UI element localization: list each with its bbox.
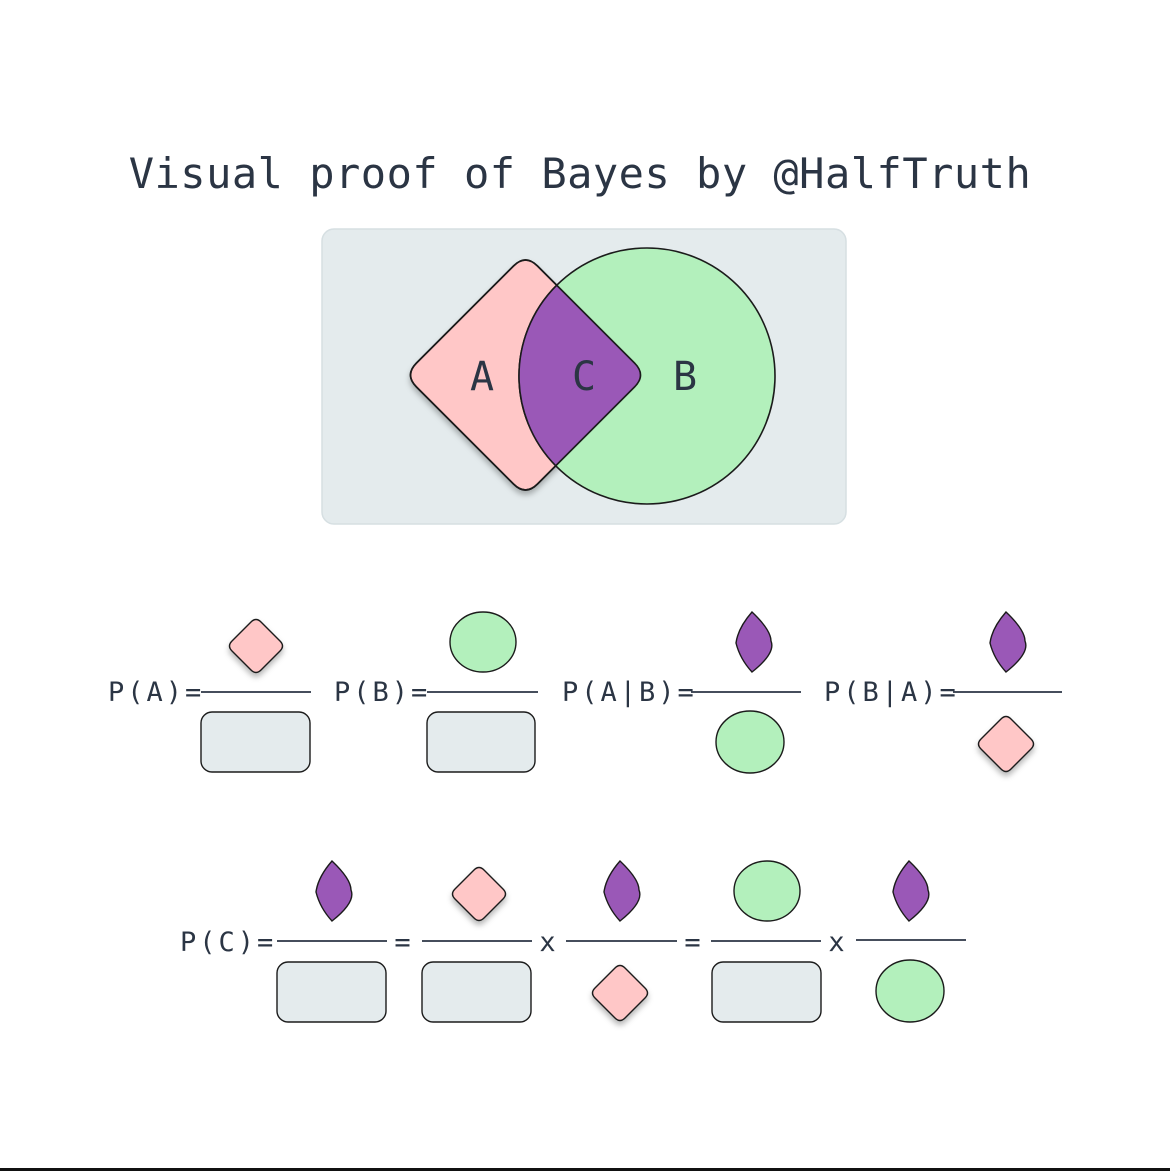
venn-label-a: A: [470, 354, 494, 400]
venn-label-b: B: [673, 354, 697, 400]
eq-pc-t4-denominator-universe: [711, 961, 822, 1023]
eq-pc-label: P(C)=: [180, 927, 276, 958]
eq-pc-t1-numerator-c: [315, 859, 353, 922]
eq-pba-denominator-a: [977, 715, 1035, 773]
eq-pa-numerator-a: [228, 618, 284, 674]
eq-pba-numerator-c: [989, 610, 1027, 673]
eq-pc-t1-denominator-universe: [276, 961, 387, 1023]
eq-equals-2: =: [684, 927, 703, 958]
eq-pab-numerator-c: [735, 610, 773, 673]
eq-pb-numerator-b: [449, 611, 517, 673]
eq-times-2: x: [828, 927, 847, 958]
eq-pc-t3-numerator-c: [603, 859, 641, 922]
page-title: Visual proof of Bayes by @HalfTruth: [129, 149, 1032, 198]
eq-pba-label: P(B|A)=: [824, 677, 959, 708]
eq-pc-t5-numerator-c: [892, 859, 930, 922]
eq-pab-label: P(A|B)=: [562, 677, 697, 708]
venn-label-c: C: [572, 354, 596, 400]
eq-pb-denominator-universe: [426, 711, 536, 773]
eq-pab-denominator-b: [715, 710, 785, 774]
eq-pc-t2-denominator-universe: [421, 961, 532, 1023]
eq-pa-denominator-universe: [200, 711, 311, 773]
eq-pc-t4-numerator-b: [733, 860, 801, 922]
bottom-border: [0, 1168, 1170, 1171]
eq-times-1: x: [539, 927, 558, 958]
eq-pc-t5-denominator-b: [875, 959, 945, 1023]
eq-pc-t3-denominator-a: [591, 964, 649, 1022]
eq-pb-label: P(B)=: [334, 677, 430, 708]
eq-equals-1: =: [394, 927, 413, 958]
eq-pc-t2-numerator-a: [451, 866, 507, 922]
eq-pa-label: P(A)=: [108, 677, 204, 708]
